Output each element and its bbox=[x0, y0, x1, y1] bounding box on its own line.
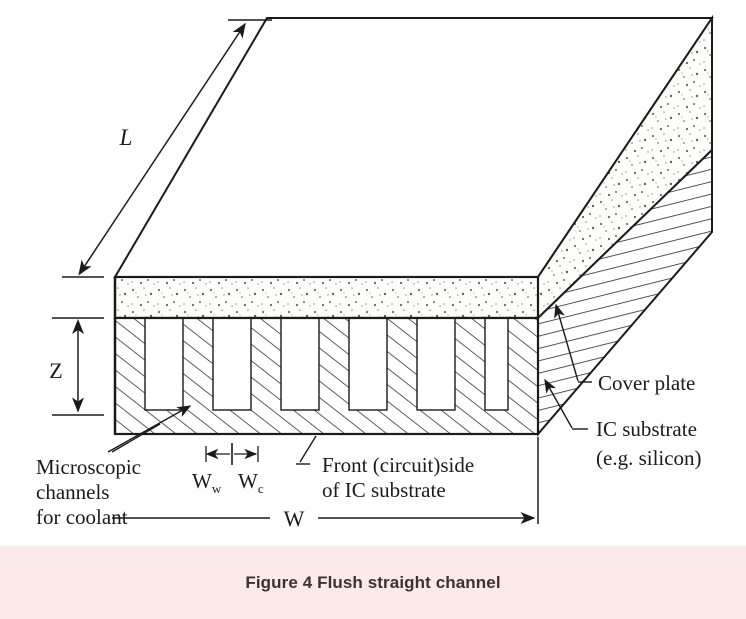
channel-fins bbox=[115, 318, 538, 410]
fin-width-label: Ww bbox=[192, 469, 222, 496]
figure-caption-band: Figure 4 Flush straight channel bbox=[0, 546, 746, 619]
dimension-height: Z bbox=[49, 317, 104, 416]
width-label: W bbox=[284, 506, 305, 531]
dimension-length: L bbox=[62, 19, 272, 278]
length-label: L bbox=[119, 125, 133, 150]
channel bbox=[144, 317, 184, 411]
ic-substrate-label: IC substrate (e.g. silicon) bbox=[596, 417, 702, 470]
microscopic-channels-label: Microscopic channels for coolant bbox=[36, 455, 146, 529]
dimension-width: W bbox=[112, 437, 539, 531]
cover-plate-leader bbox=[554, 303, 579, 382]
cover-plate-label: Cover plate bbox=[598, 371, 695, 395]
callout-ic-substrate: IC substrate (e.g. silicon) bbox=[544, 378, 702, 470]
callout-microscopic-channels: Microscopic channels for coolant bbox=[36, 405, 192, 529]
channel bbox=[416, 317, 456, 411]
microscopic-channels-leader-2 bbox=[111, 423, 161, 453]
front-circuit-side-leader bbox=[299, 435, 317, 463]
front-circuit-side-label: Front (circuit)side of IC substrate bbox=[322, 453, 479, 502]
microchannel-heatsink-drawing: L Z W bbox=[36, 14, 714, 531]
callout-front-circuit-side: Front (circuit)side of IC substrate bbox=[296, 435, 479, 502]
microscopic-channels-leader-1 bbox=[107, 405, 192, 453]
channel-width-label: Wc bbox=[238, 469, 264, 496]
channel bbox=[484, 317, 509, 411]
figure-caption: Figure 4 Flush straight channel bbox=[245, 572, 501, 592]
channel bbox=[348, 317, 388, 411]
channel bbox=[212, 317, 252, 411]
height-label: Z bbox=[49, 358, 62, 383]
callout-cover-plate: Cover plate bbox=[554, 303, 695, 395]
diagram-canvas: L Z W bbox=[36, 14, 714, 531]
heatsink-body bbox=[113, 14, 714, 437]
length-dimension-line bbox=[78, 22, 246, 276]
coolant-channels bbox=[144, 317, 509, 411]
dimension-fin-channel-widths: Ww Wc bbox=[192, 443, 264, 496]
cover-plate-front-face bbox=[113, 275, 540, 320]
channel bbox=[280, 317, 320, 411]
ic-substrate-leader bbox=[544, 378, 573, 429]
